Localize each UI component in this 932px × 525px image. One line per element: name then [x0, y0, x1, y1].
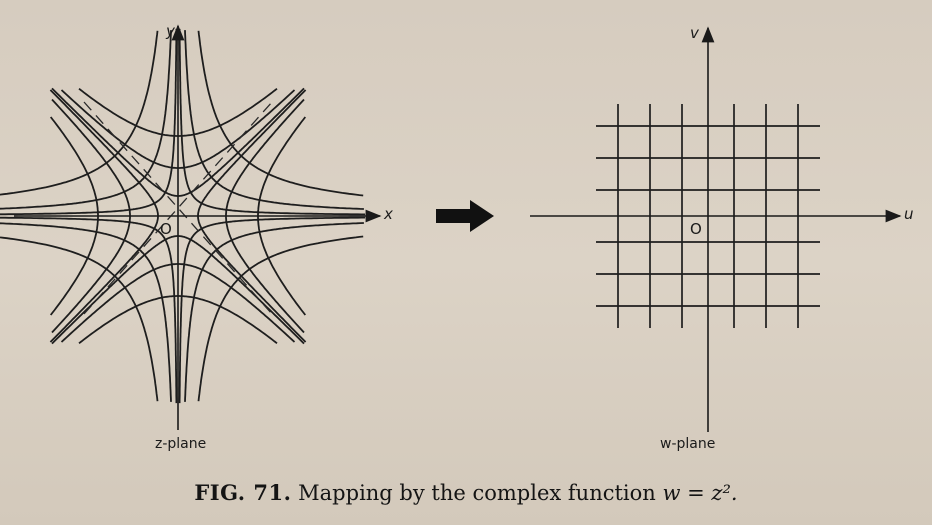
figure-caption: FIG. 71. Mapping by the complex function…: [0, 480, 932, 505]
hyperbola-cusp-branch: [184, 30, 364, 210]
hyperbola-cusp-branch: [178, 28, 366, 216]
hyperbola-cusp-branch: [178, 216, 366, 404]
w-plane-label: w-plane: [660, 436, 716, 452]
hyperbola-cusp-branch: [0, 222, 172, 402]
hyperbola-cusp-branch: [0, 236, 159, 402]
z-plane-label: z-plane: [155, 436, 207, 452]
z-x-axis-label: x: [384, 205, 393, 223]
caption-text: Mapping by the complex function: [298, 481, 656, 505]
hyperbola-cusp-branch: [184, 222, 364, 402]
w-u-axis-label: u: [904, 205, 914, 223]
z-plane-diagram: [0, 24, 382, 430]
mapping-arrow-icon: [436, 200, 494, 232]
w-origin-label: O: [690, 220, 702, 238]
caption-formula: w = z².: [662, 481, 738, 505]
hyperbola-cusp-branch: [197, 30, 364, 197]
hyperbola-cusp-branch: [0, 216, 178, 404]
asymptote-dashed-lines: [83, 101, 273, 315]
hyperbola-cusp-branch: [0, 30, 159, 196]
hyperbola-cusp-branch: [0, 30, 172, 210]
hyperbola-cusp-branch: [0, 28, 178, 216]
hyperbola-curves: [0, 28, 366, 404]
hyperbola-cusp-branch: [197, 235, 364, 402]
z-origin-label: O: [160, 220, 172, 238]
z-y-axis-label: y: [166, 22, 175, 40]
w-plane-diagram: [530, 26, 902, 432]
w-v-axis-label: v: [690, 24, 699, 42]
figure-number: FIG. 71.: [194, 480, 292, 505]
